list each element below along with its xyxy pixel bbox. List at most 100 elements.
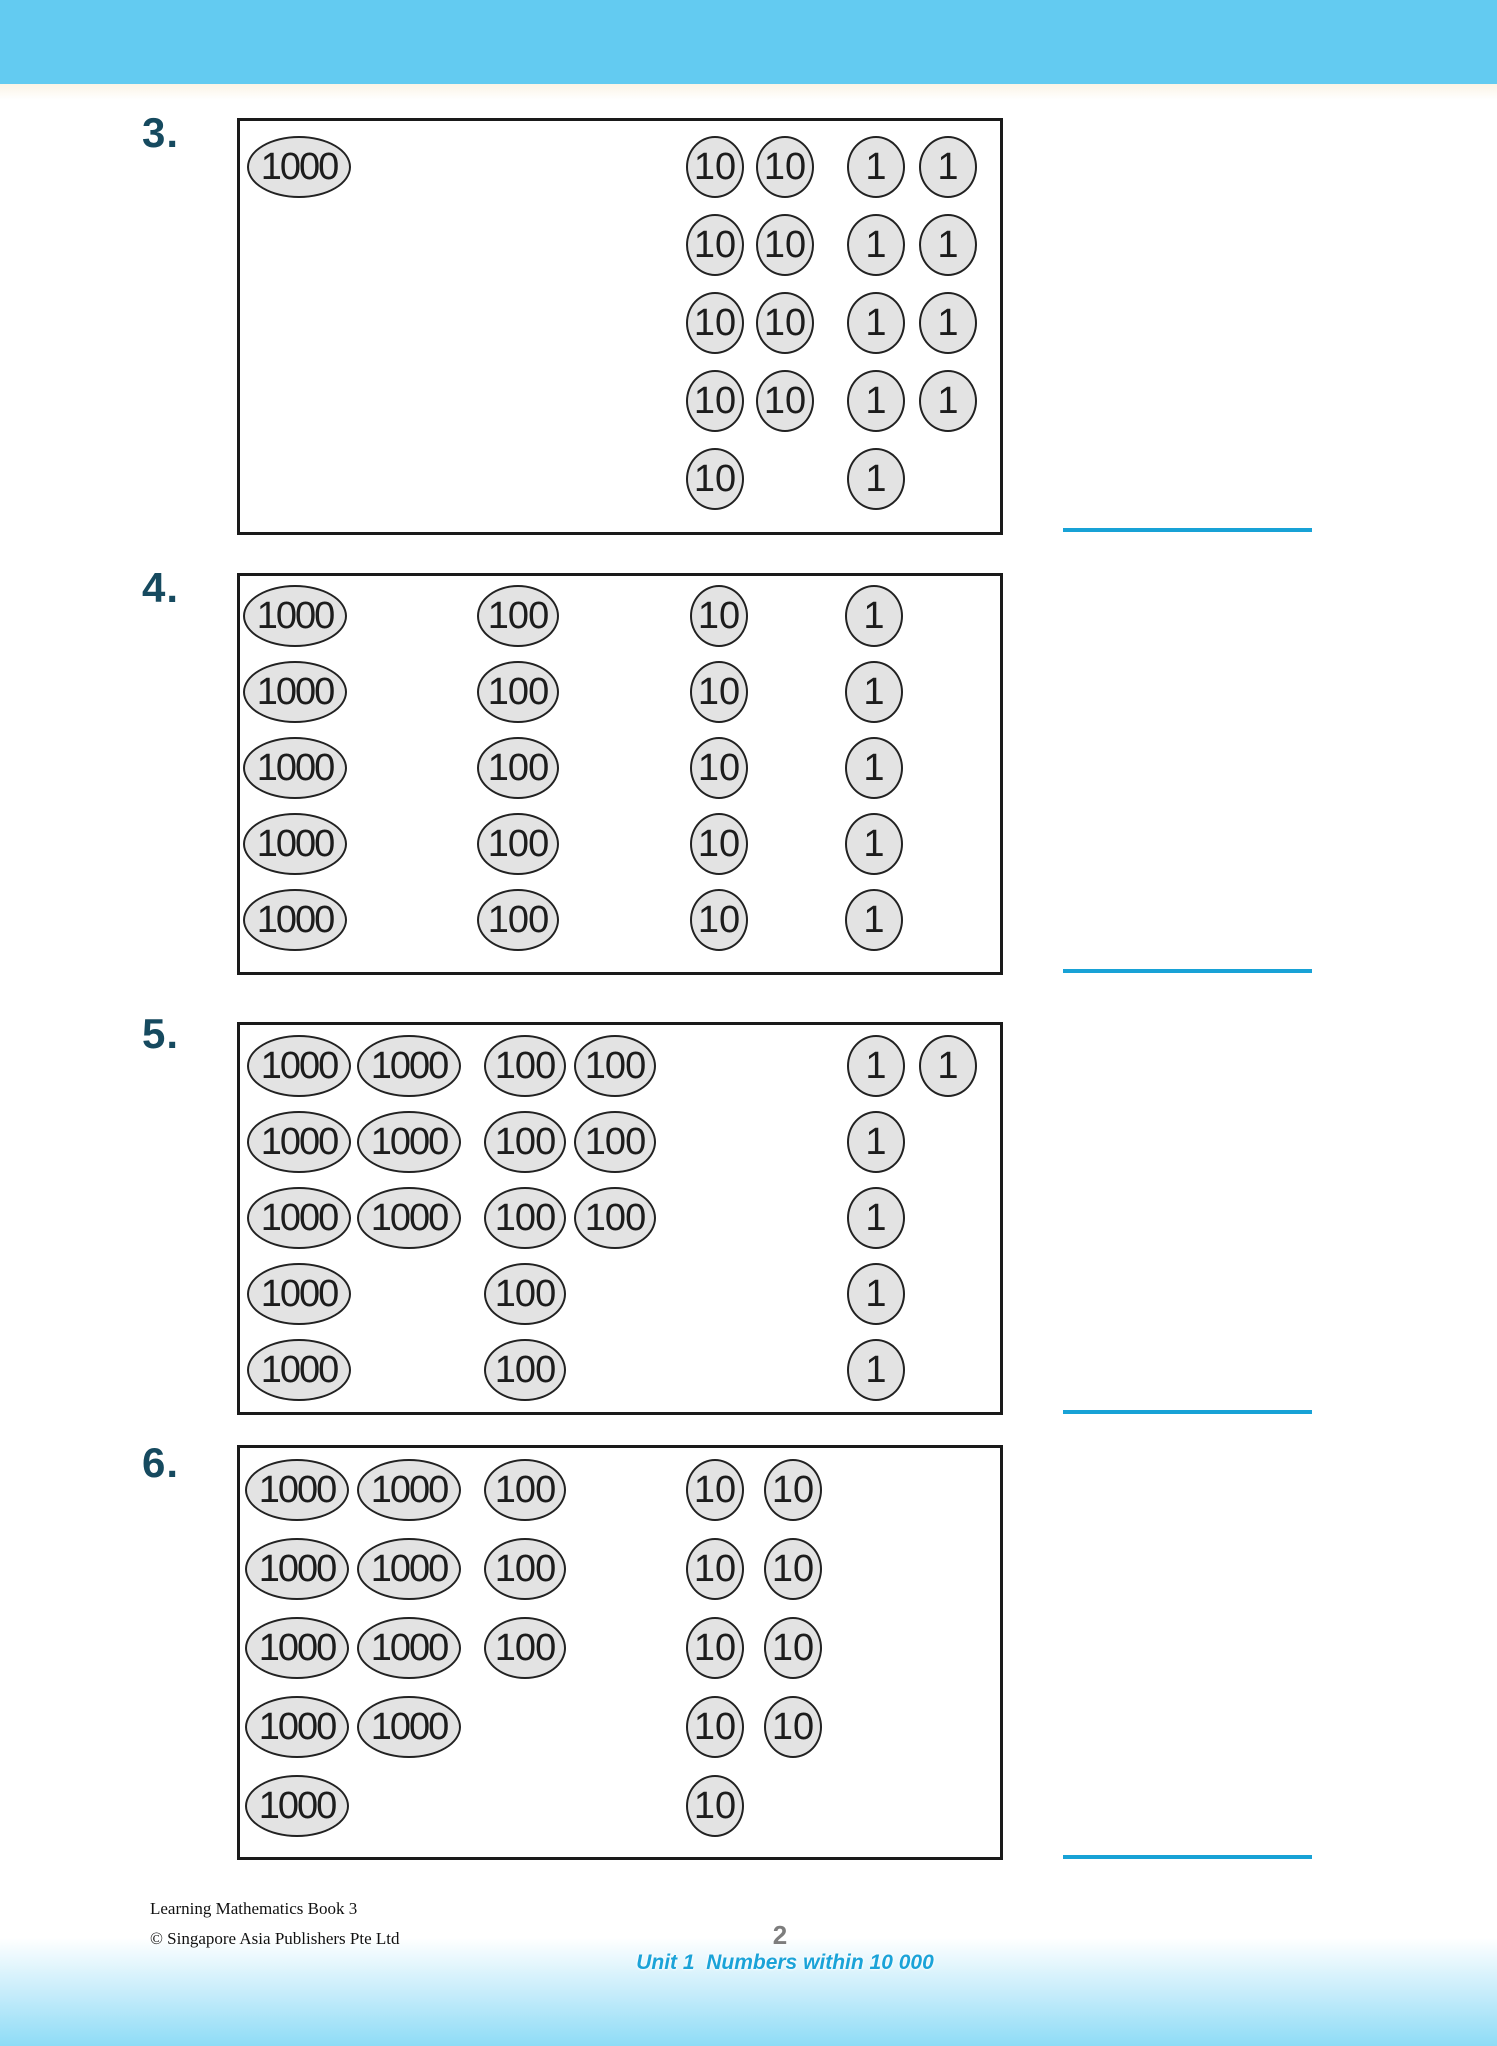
answer-line[interactable] — [1063, 1410, 1312, 1414]
place-value-disc-1000: 1000 — [245, 1696, 349, 1758]
place-value-disc-100: 100 — [477, 661, 559, 723]
place-value-disc-1: 1 — [847, 370, 905, 432]
place-value-disc-1: 1 — [847, 1187, 905, 1249]
place-value-disc-100: 100 — [477, 889, 559, 951]
place-value-disc-10: 10 — [686, 370, 744, 432]
place-value-disc-100: 100 — [477, 737, 559, 799]
place-value-disc-10: 10 — [686, 292, 744, 354]
place-value-disc-1: 1 — [845, 585, 903, 647]
place-value-disc-1000: 1000 — [357, 1696, 461, 1758]
place-value-disc-10: 10 — [756, 214, 814, 276]
header-fade — [0, 84, 1497, 100]
place-value-disc-10: 10 — [686, 136, 744, 198]
footer-band — [0, 1938, 1497, 2046]
place-value-disc-100: 100 — [484, 1035, 566, 1097]
place-value-disc-1000: 1000 — [243, 585, 347, 647]
place-value-disc-1: 1 — [847, 214, 905, 276]
place-value-disc-1: 1 — [919, 136, 977, 198]
place-value-disc-1000: 1000 — [247, 1187, 351, 1249]
place-value-disc-1000: 1000 — [243, 889, 347, 951]
place-value-disc-100: 100 — [574, 1035, 656, 1097]
problem-number: 5. — [142, 1010, 180, 1057]
place-value-disc-1000: 1000 — [247, 136, 351, 198]
place-value-disc-10: 10 — [756, 292, 814, 354]
disc-row: 1000 100 10 1 — [240, 737, 1000, 799]
place-value-disc-1000: 1000 — [357, 1617, 461, 1679]
place-value-disc-1000: 1000 — [247, 1339, 351, 1401]
place-value-disc-10: 10 — [690, 661, 748, 723]
place-value-disc-1: 1 — [847, 448, 905, 510]
place-value-disc-10: 10 — [686, 448, 744, 510]
place-value-disc-10: 10 — [686, 1617, 744, 1679]
place-value-disc-10: 10 — [756, 370, 814, 432]
place-value-disc-1: 1 — [845, 737, 903, 799]
place-value-disc-1000: 1000 — [243, 737, 347, 799]
book-title: Learning Mathematics Book 3 — [150, 1899, 358, 1918]
place-value-disc-100: 100 — [477, 585, 559, 647]
place-value-disc-1: 1 — [919, 370, 977, 432]
place-value-disc-1000: 1000 — [247, 1111, 351, 1173]
place-value-disc-1000: 1000 — [357, 1035, 461, 1097]
place-value-disc-10: 10 — [686, 1459, 744, 1521]
place-value-disc-1: 1 — [847, 1035, 905, 1097]
place-value-disc-1: 1 — [845, 661, 903, 723]
place-value-disc-1000: 1000 — [357, 1187, 461, 1249]
place-value-disc-100: 100 — [484, 1339, 566, 1401]
place-value-disc-1: 1 — [847, 292, 905, 354]
answer-line[interactable] — [1063, 528, 1312, 532]
answer-line[interactable] — [1063, 969, 1312, 973]
place-value-disc-10: 10 — [764, 1696, 822, 1758]
place-value-disc-100: 100 — [484, 1187, 566, 1249]
place-value-disc-1: 1 — [919, 214, 977, 276]
place-value-disc-10: 10 — [690, 737, 748, 799]
place-value-disc-1000: 1000 — [245, 1617, 349, 1679]
place-value-disc-1000: 1000 — [247, 1263, 351, 1325]
problem-number: 3. — [142, 109, 180, 156]
place-value-disc-100: 100 — [484, 1538, 566, 1600]
copyright-line: © Singapore Asia Publishers Pte Ltd — [150, 1929, 400, 1948]
place-value-disc-1: 1 — [847, 136, 905, 198]
place-value-disc-10: 10 — [690, 813, 748, 875]
place-value-disc-1: 1 — [919, 1035, 977, 1097]
place-value-disc-1: 1 — [847, 1263, 905, 1325]
place-value-disc-1: 1 — [845, 813, 903, 875]
place-value-disc-100: 100 — [484, 1617, 566, 1679]
header-band — [0, 0, 1497, 84]
place-value-disc-1000: 1000 — [357, 1111, 461, 1173]
place-value-disc-1000: 1000 — [245, 1459, 349, 1521]
place-value-disc-10: 10 — [686, 214, 744, 276]
place-value-disc-1000: 1000 — [245, 1775, 349, 1837]
place-value-disc-1: 1 — [919, 292, 977, 354]
problem-number: 4. — [142, 564, 180, 611]
place-value-disc-10: 10 — [756, 136, 814, 198]
place-value-disc-10: 10 — [686, 1696, 744, 1758]
place-value-disc-10: 10 — [764, 1459, 822, 1521]
place-value-disc-10: 10 — [686, 1775, 744, 1837]
place-value-disc-100: 100 — [574, 1187, 656, 1249]
disc-row: 1000 10 — [240, 1775, 1000, 1837]
place-value-disc-10: 10 — [690, 585, 748, 647]
place-value-disc-1: 1 — [847, 1339, 905, 1401]
unit-title: Unit 1 Numbers within 10 000 — [636, 1951, 934, 1974]
place-value-disc-100: 100 — [484, 1459, 566, 1521]
place-value-disc-1: 1 — [847, 1111, 905, 1173]
place-value-disc-10: 10 — [686, 1538, 744, 1600]
place-value-disc-1: 1 — [845, 889, 903, 951]
answer-line[interactable] — [1063, 1855, 1312, 1859]
